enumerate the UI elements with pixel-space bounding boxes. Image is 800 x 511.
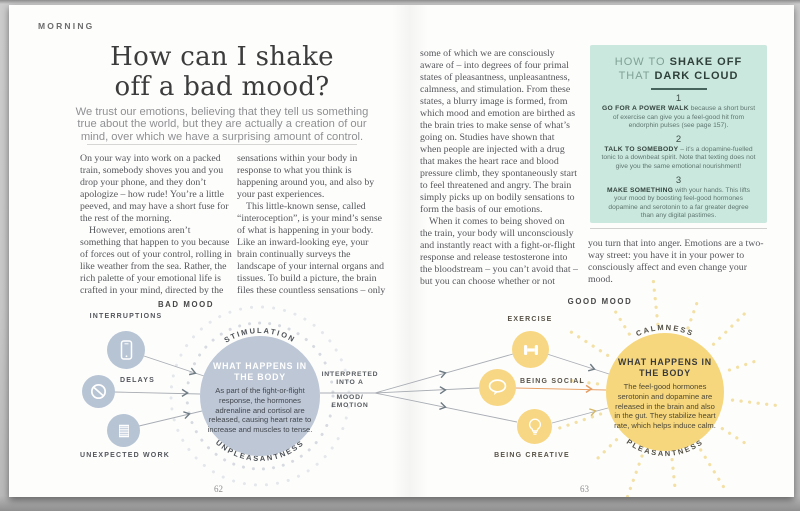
howto-step-number: 1 bbox=[675, 93, 682, 104]
delays-badge bbox=[82, 375, 115, 408]
interruptions-badge bbox=[107, 331, 145, 369]
exercise-badge bbox=[512, 331, 549, 368]
bad-circle-text: As part of the fight-or-flight response,… bbox=[207, 386, 313, 435]
phone-icon bbox=[120, 340, 133, 360]
howto-divider bbox=[650, 88, 707, 90]
body-column-4: you turn that into anger. Emotions are a… bbox=[588, 238, 764, 286]
page-title-line2: off a bad mood? bbox=[114, 71, 330, 102]
paragraph: sensations within your body in response … bbox=[237, 153, 375, 200]
standfirst: We trust our emotions, believing that th… bbox=[75, 106, 369, 143]
howto-title-light: HOW TO bbox=[614, 56, 666, 68]
howto-step: GO FOR A POWER WALK because a short burs… bbox=[601, 105, 756, 131]
howto-step-text: because a short burst of exercise can gi… bbox=[612, 105, 756, 130]
good-mood-label: GOOD MOOD bbox=[567, 297, 633, 306]
good-circle-text: The feel-good hormones serotonin and dop… bbox=[614, 382, 716, 431]
exercise-label: EXERCISE bbox=[507, 316, 553, 323]
being-creative-label: BEING CREATIVE bbox=[494, 452, 570, 459]
howto-step-text: with your hands. This lifts your mood by… bbox=[608, 186, 751, 220]
howto-step-lead: TALK TO SOMEBODY bbox=[604, 145, 679, 153]
unexpected-work-badge bbox=[107, 414, 140, 447]
no-entry-icon bbox=[90, 383, 107, 400]
howto-step-lead: GO FOR A POWER WALK bbox=[601, 105, 689, 112]
howto-title-light: THAT bbox=[618, 70, 651, 82]
being-social-label: BEING SOCIAL bbox=[520, 378, 585, 385]
body-column-2: sensations within your body in response … bbox=[237, 153, 390, 297]
howto-title-bold: SHAKE OFF bbox=[669, 56, 743, 68]
howto-step-number: 3 bbox=[675, 174, 682, 186]
book-spread: MORNING How can I shake off a bad mood? … bbox=[9, 5, 794, 497]
paperwork-icon bbox=[118, 424, 129, 437]
paragraph: When it comes to being shoved on the tra… bbox=[420, 216, 578, 287]
page-title-line1: How can I shake bbox=[110, 42, 334, 72]
body-column-1: On your way into work on a packed train,… bbox=[80, 153, 233, 297]
howto-box-keyline bbox=[590, 228, 767, 229]
delays-label: DELAYS bbox=[120, 377, 155, 384]
howto-step-text: – it’s a dopamine-fuelled tonic to a dow… bbox=[601, 145, 756, 170]
bad-mood-label: BAD MOOD bbox=[157, 300, 215, 309]
arrowhead-yellow bbox=[589, 408, 597, 417]
arrowhead-warm bbox=[585, 384, 593, 393]
good-circle-title: WHAT HAPPENS IN THE BODY bbox=[618, 357, 712, 378]
dumbbell-icon bbox=[523, 344, 538, 355]
standfirst-divider bbox=[87, 144, 357, 145]
paragraph: you turn that into anger. Emotions are a… bbox=[588, 238, 764, 285]
body-column-3: some of which we are consciously aware o… bbox=[420, 48, 578, 288]
howto-step: TALK TO SOMEBODY – it’s a dopamine-fuell… bbox=[601, 146, 756, 172]
howto-step-lead: MAKE SOMETHING bbox=[606, 186, 674, 194]
howto-step-number: 2 bbox=[675, 133, 682, 145]
howto-title-bold: DARK CLOUD bbox=[654, 70, 739, 82]
page-title: How can I shake off a bad mood? bbox=[67, 42, 377, 102]
bad-mood-circle: WHAT HAPPENS IN THE BODY As part of the … bbox=[200, 336, 320, 456]
section-header: MORNING bbox=[38, 21, 95, 31]
howto-step: MAKE SOMETHING with your hands. This lif… bbox=[601, 187, 756, 221]
being-creative-badge bbox=[517, 409, 552, 444]
page-number-right: 63 bbox=[580, 484, 589, 494]
lightbulb-icon bbox=[528, 418, 541, 435]
paragraph: This little-known sense, called “interoc… bbox=[237, 201, 386, 296]
good-mood-circle: WHAT HAPPENS IN THE BODY The feel-good h… bbox=[606, 333, 724, 451]
paragraph: some of which we are consciously aware o… bbox=[420, 48, 577, 215]
being-social-badge bbox=[479, 369, 516, 406]
speech-bubble-icon bbox=[488, 379, 507, 395]
paragraph: On your way into work on a packed train,… bbox=[80, 153, 229, 224]
connector-line-warm bbox=[514, 387, 607, 391]
bad-circle-title: WHAT HAPPENS IN THE BODY bbox=[213, 361, 307, 382]
unexpected-work-label: UNEXPECTED WORK bbox=[80, 452, 170, 459]
interpreted-into-label: INTERPRETED INTO A MOOD/ EMOTION bbox=[321, 371, 379, 409]
page-number-left: 62 bbox=[214, 484, 223, 494]
paragraph: However, emotions aren’t something that … bbox=[80, 225, 232, 296]
interruptions-label: INTERRUPTIONS bbox=[89, 313, 163, 320]
